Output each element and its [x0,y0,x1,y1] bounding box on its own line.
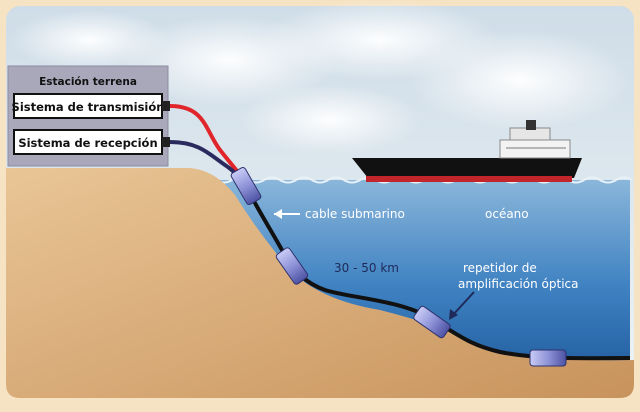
ship [352,120,582,182]
station-title: Estación terrena [39,76,137,88]
transmission-system-label: Sistema de transmisión [12,100,165,114]
ship-waterline [366,176,572,182]
repeater-arrow [449,291,475,320]
cable-label-group: cable submarino [274,207,405,221]
clouds [10,0,630,155]
receive-connector [162,137,170,147]
repeater [230,167,262,205]
distance-label: 30 - 50 km [334,261,399,275]
ship-superstructure [499,139,571,159]
reception-system-label: Sistema de recepción [18,136,157,150]
repeater [529,349,567,367]
cable-label: cable submarino [305,207,405,221]
land-seabed [6,168,634,398]
ground-station: Estación terrena Sistema de transmisión … [7,65,170,167]
ocean-label: océano [485,207,529,221]
repeater [275,247,309,285]
ship-funnel [526,120,536,130]
reception-system-box [13,129,163,155]
repeater-label-line2: amplificación óptica [458,277,578,291]
transmit-connector [162,101,170,111]
ship-hull [352,158,582,178]
repeater [413,305,451,339]
repeater-label-line1: repetidor de [463,261,537,275]
